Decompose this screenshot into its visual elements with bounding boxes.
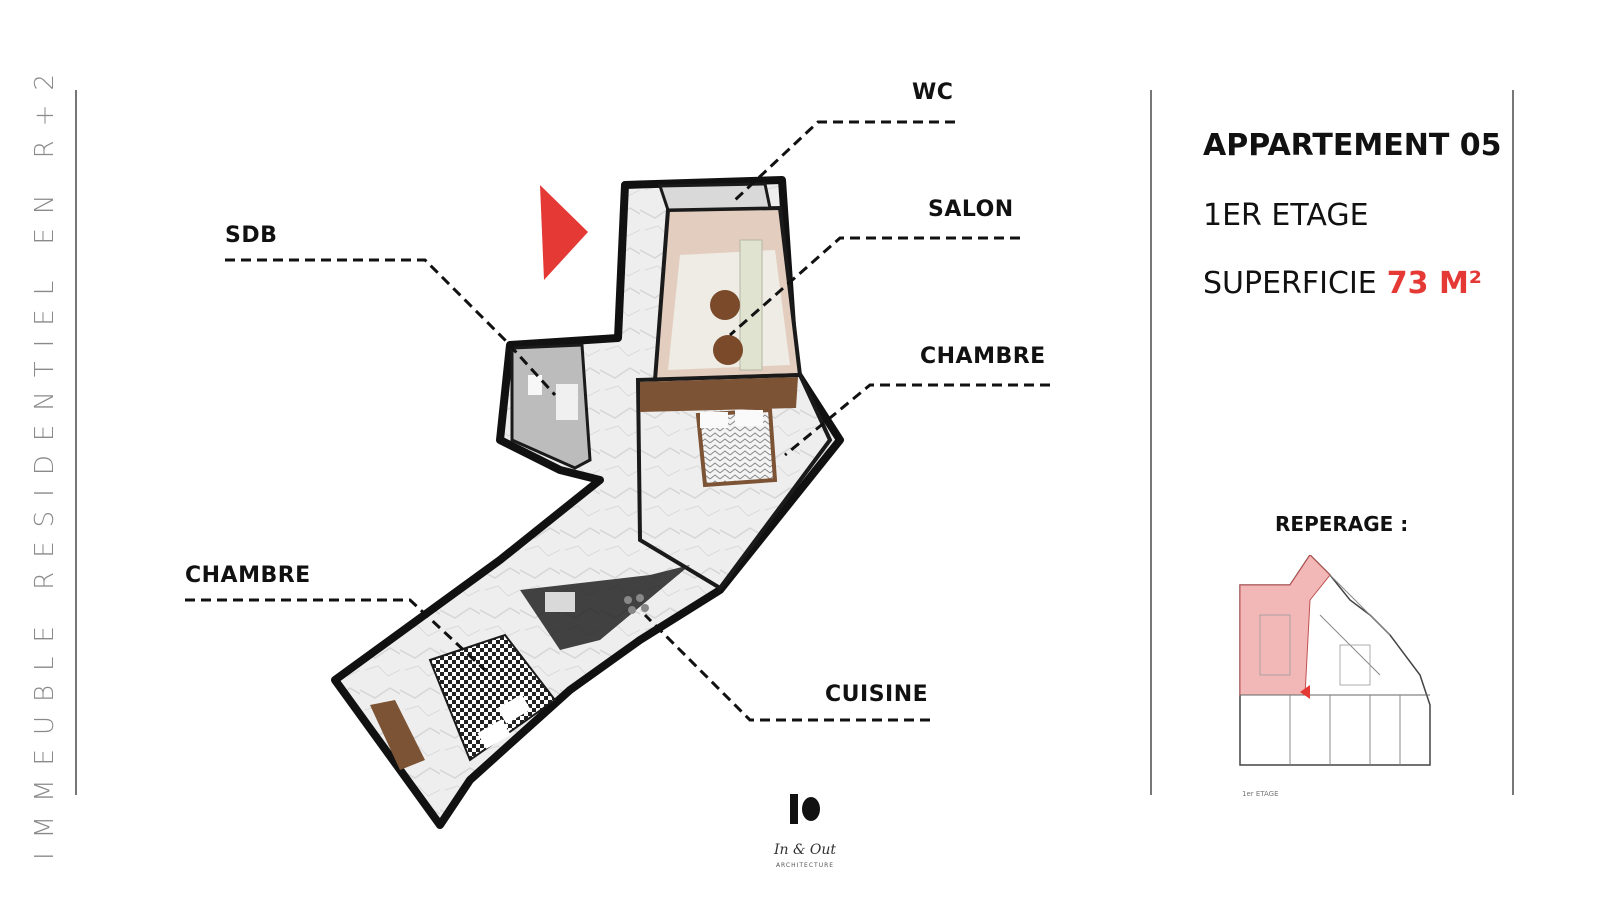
wc-room bbox=[657, 182, 772, 212]
leader-chambre-left bbox=[185, 598, 487, 672]
label-chambre-left: CHAMBRE bbox=[185, 563, 311, 588]
reperage-label: REPERAGE : bbox=[1275, 512, 1409, 536]
label-chambre-right: CHAMBRE bbox=[920, 344, 1046, 369]
logo-text: In & Out bbox=[773, 842, 837, 858]
apartment-title: APPARTEMENT 05 bbox=[1203, 128, 1502, 163]
left-divider bbox=[75, 90, 77, 795]
leader-wc bbox=[733, 120, 955, 202]
info-divider-left bbox=[1150, 90, 1152, 795]
leader-salon bbox=[729, 236, 1020, 337]
key-plan bbox=[1239, 555, 1431, 766]
entrance-arrow bbox=[540, 185, 588, 280]
label-wc: WC bbox=[912, 80, 954, 105]
logo-subtitle: ARCHITECTURE bbox=[775, 862, 835, 869]
label-cuisine: CUISINE bbox=[825, 682, 929, 707]
area-label: SUPERFICIE bbox=[1203, 266, 1377, 301]
area-value: 73 M² bbox=[1386, 266, 1482, 301]
label-salon: SALON bbox=[928, 197, 1014, 222]
cuisine-room bbox=[520, 565, 690, 650]
leader-chambre-right bbox=[784, 383, 1050, 457]
label-sdb: SDB bbox=[225, 223, 278, 248]
info-divider-right bbox=[1512, 90, 1514, 795]
logo-mark bbox=[790, 794, 820, 824]
chambre-right-room bbox=[635, 372, 833, 591]
floor-plan bbox=[185, 120, 1050, 829]
salon-room bbox=[652, 205, 803, 383]
area-line: SUPERFICIE 73 M² bbox=[1203, 266, 1482, 301]
key-plan-arrow bbox=[1300, 685, 1310, 699]
sdb-room bbox=[510, 343, 592, 470]
leader-sdb bbox=[225, 258, 557, 397]
architect-logo: In & Out ARCHITECTURE bbox=[745, 772, 865, 882]
floor-level: 1ER ETAGE bbox=[1203, 198, 1369, 233]
key-plan-caption: 1er ETAGE bbox=[1242, 790, 1279, 798]
leader-cuisine bbox=[643, 613, 930, 722]
chambre-left-room bbox=[370, 633, 557, 770]
